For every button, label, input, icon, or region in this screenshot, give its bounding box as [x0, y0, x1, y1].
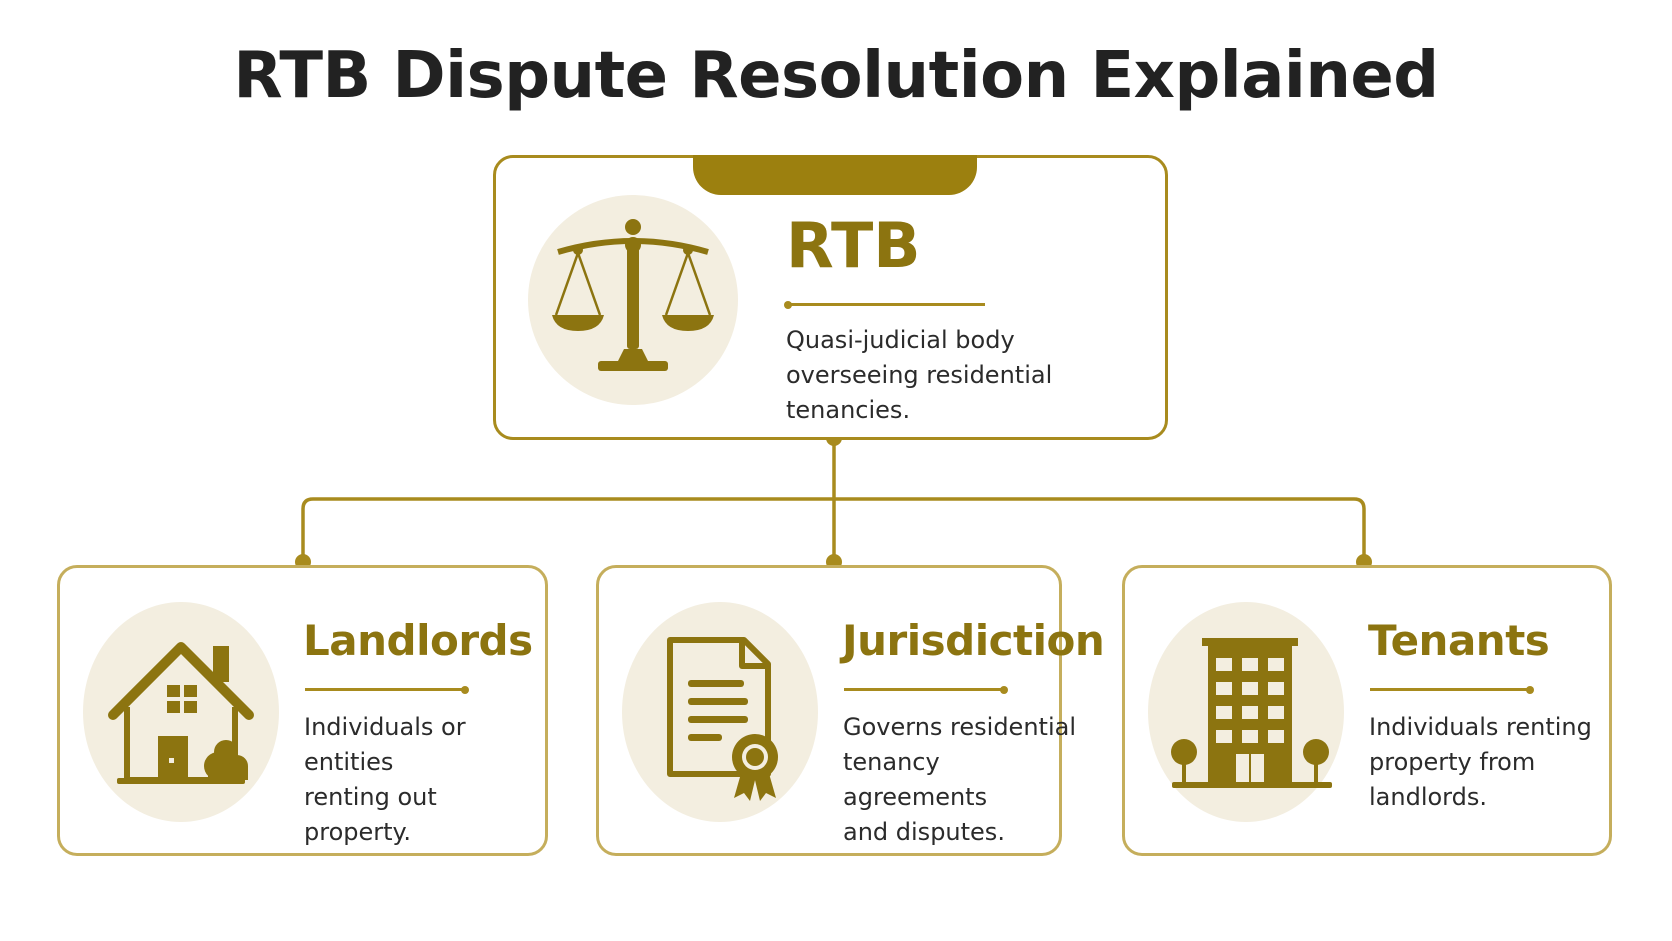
jurisdiction-description: Governs residential tenancy agreements a…	[843, 713, 1076, 846]
rtb-card: RTB Quasi-judicial body overseeing resid…	[493, 155, 1168, 440]
landlords-card: Landlords Individuals or entities rentin…	[57, 565, 548, 856]
jurisdiction-heading: Jurisdiction	[842, 616, 1105, 665]
jurisdiction-card: Jurisdiction Governs residential tenancy…	[596, 565, 1105, 856]
document-certificate-icon	[622, 602, 818, 822]
tenants-divider	[1370, 685, 1534, 694]
landlords-divider	[305, 685, 469, 694]
scales-of-justice-icon	[528, 195, 738, 405]
rtb-divider	[784, 300, 985, 309]
tenants-heading: Tenants	[1368, 616, 1550, 665]
landlords-description: Individuals or entities renting out prop…	[304, 713, 466, 846]
tenants-card: Tenants Individuals renting property fro…	[1122, 565, 1612, 856]
apartment-building-icon	[1148, 602, 1344, 822]
jurisdiction-divider	[844, 685, 1008, 694]
tenants-description: Individuals renting property from landlo…	[1369, 713, 1592, 811]
house-icon	[83, 602, 279, 822]
rtb-card-tab	[693, 155, 977, 195]
rtb-description: Quasi-judicial body overseeing residenti…	[786, 326, 1053, 424]
rtb-heading: RTB	[786, 209, 921, 282]
page-title: RTB Dispute Resolution Explained	[233, 39, 1439, 113]
landlords-heading: Landlords	[303, 616, 533, 665]
